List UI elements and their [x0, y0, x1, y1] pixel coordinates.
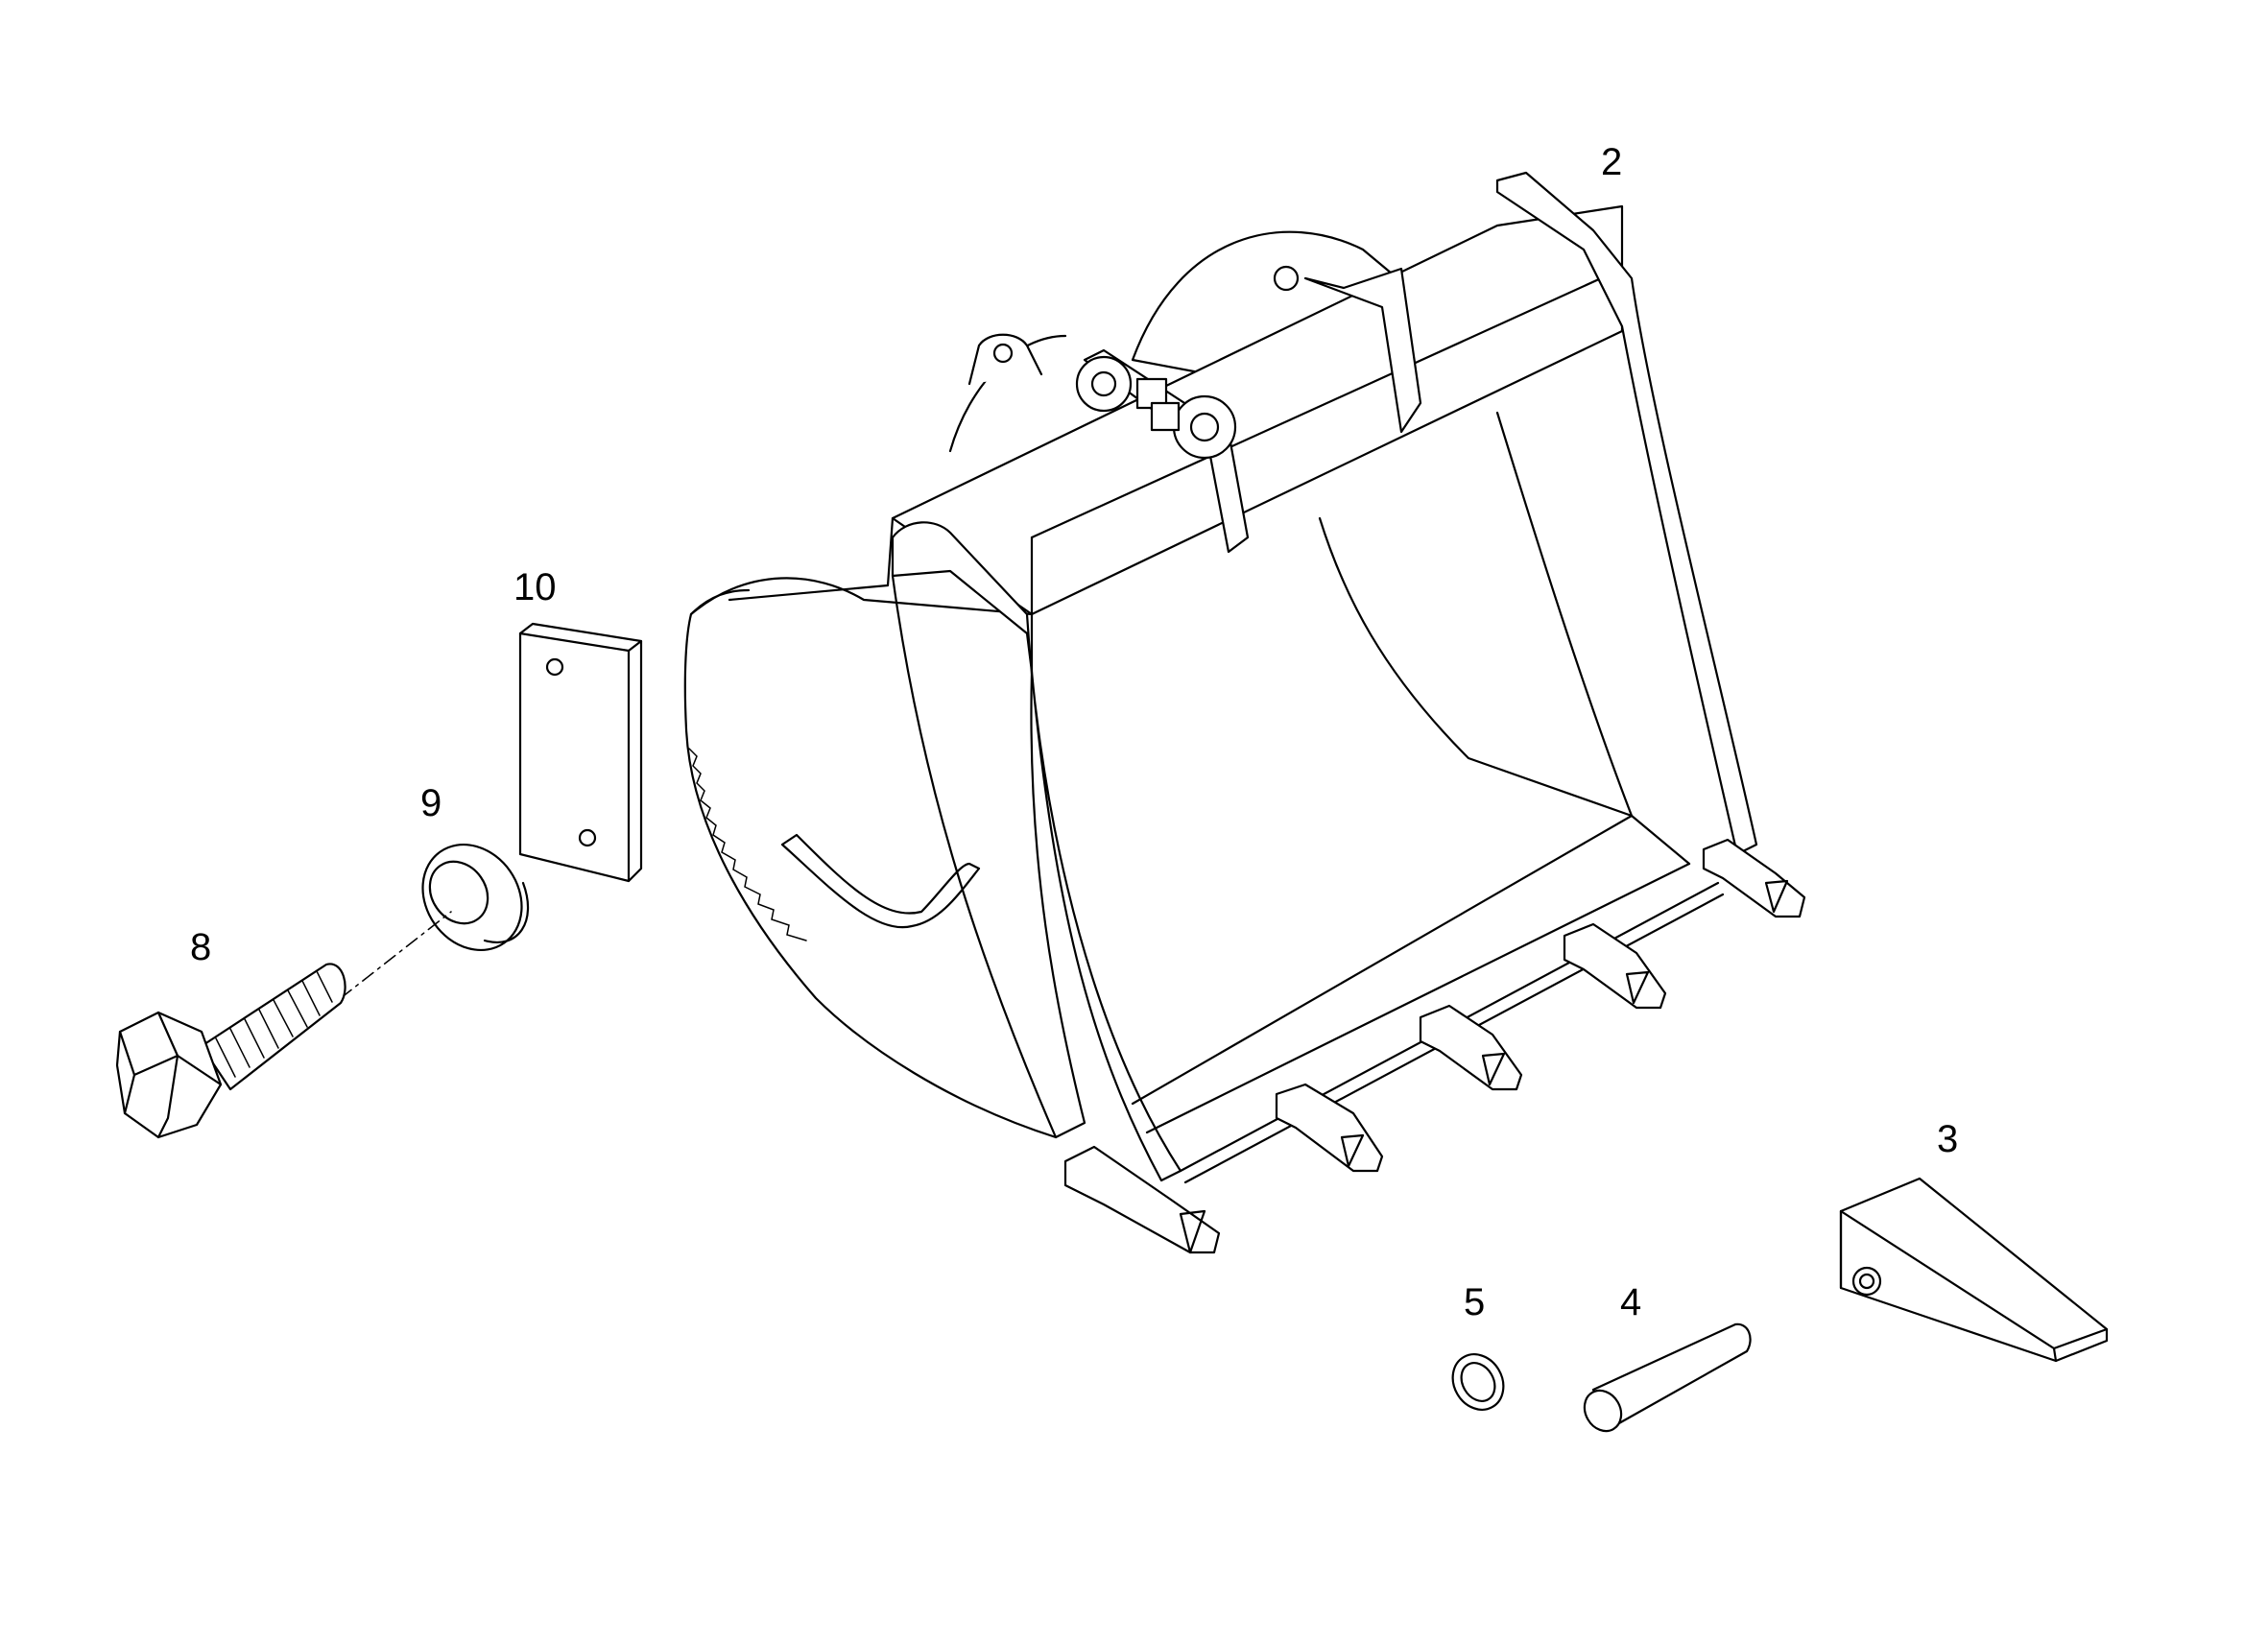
tooth-part: [1839, 1177, 2109, 1363]
washer-part: [421, 843, 529, 952]
bucket-tooth-row: [1063, 838, 1806, 1254]
pin-part: [1583, 1322, 1752, 1433]
callout-8: 8: [190, 926, 211, 968]
bucket: [683, 171, 1806, 1254]
plate-part: [518, 622, 643, 883]
callout-5: 5: [1464, 1281, 1485, 1323]
callout-9: 9: [420, 782, 442, 824]
bolt-part: [115, 963, 346, 1139]
callout-10: 10: [513, 566, 557, 608]
assembly-centerline: [340, 911, 452, 999]
retainer-ring-part: [1451, 1353, 1505, 1411]
callout-2: 2: [1601, 141, 1622, 183]
callout-4: 4: [1620, 1281, 1641, 1323]
callout-3: 3: [1937, 1118, 1958, 1160]
